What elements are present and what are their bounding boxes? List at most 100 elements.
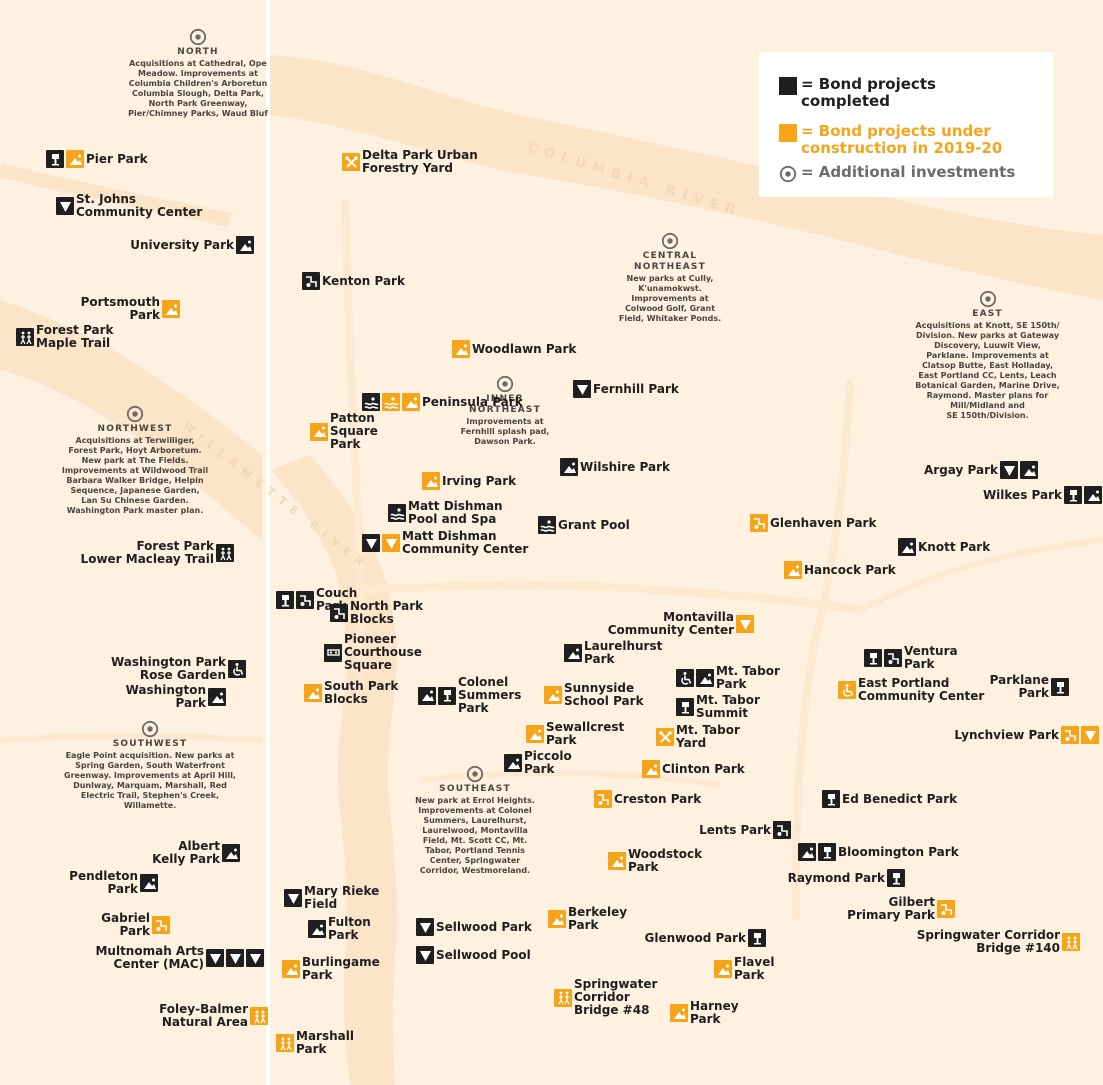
district-name: NORTHWEST	[97, 424, 173, 434]
place-creston-park[interactable]: Creston Park	[594, 790, 701, 808]
place-name: Lents Park	[699, 822, 771, 837]
place-patton-square-park[interactable]: Patton Square Park	[310, 412, 378, 451]
place-springwater-corridor-bridge-140[interactable]: Springwater Corridor Bridge #140	[917, 929, 1080, 955]
place-sewallcrest-park[interactable]: Sewallcrest Park	[526, 721, 624, 747]
place-portsmouth-park[interactable]: Portsmouth Park	[81, 296, 180, 322]
place-washington-park[interactable]: Washington Park	[126, 684, 226, 710]
place-icons	[864, 649, 902, 667]
district-description: New parks at Cully, K'unamokwst. Improve…	[618, 274, 722, 323]
place-icons	[342, 153, 360, 171]
place-university-park[interactable]: University Park	[130, 236, 254, 254]
place-icons	[750, 514, 768, 532]
place-delta-park-urban-forestry-yard[interactable]: Delta Park Urban Forestry Yard	[342, 149, 478, 175]
place-st-johns-community-center[interactable]: St. Johns Community Center	[56, 193, 202, 219]
accessibility-icon	[838, 681, 856, 699]
place-marshall-park[interactable]: Marshall Park	[276, 1030, 354, 1056]
maintenance-yard-icon	[342, 153, 360, 171]
place-ed-benedict-park[interactable]: Ed Benedict Park	[822, 790, 957, 808]
sports-field-icon	[1061, 726, 1079, 744]
place-mt-tabor-summit[interactable]: Mt. Tabor Summit	[676, 694, 760, 720]
place-icons	[282, 960, 300, 978]
place-icons	[308, 920, 326, 938]
place-wilkes-park[interactable]: Wilkes Park	[983, 486, 1102, 504]
investment-marker-icon	[661, 232, 679, 250]
place-albert-kelly-park[interactable]: Albert Kelly Park	[152, 840, 240, 866]
place-ventura-park[interactable]: Ventura Park	[864, 645, 958, 671]
place-flavel-park[interactable]: Flavel Park	[714, 956, 774, 982]
place-east-portland-community-center[interactable]: East Portland Community Center	[838, 677, 984, 703]
community-center-icon	[1000, 461, 1018, 479]
place-forest-park-lower-macleay-trail[interactable]: Forest Park Lower Macleay Trail	[81, 540, 234, 566]
place-pier-park[interactable]: Pier Park	[46, 150, 148, 168]
place-burlingame-park[interactable]: Burlingame Park	[282, 956, 380, 982]
place-woodlawn-park[interactable]: Woodlawn Park	[452, 340, 576, 358]
place-mary-rieke-field[interactable]: Mary Rieke Field	[284, 885, 379, 911]
place-glenhaven-park[interactable]: Glenhaven Park	[750, 514, 876, 532]
place-kenton-park[interactable]: Kenton Park	[302, 272, 405, 290]
place-clinton-park[interactable]: Clinton Park	[642, 760, 745, 778]
place-bloomington-park[interactable]: Bloomington Park	[798, 843, 959, 861]
place-parklane-park[interactable]: Parklane Park	[990, 674, 1069, 700]
place-mt-tabor-park[interactable]: Mt. Tabor Park	[676, 665, 780, 691]
place-hancock-park[interactable]: Hancock Park	[784, 561, 896, 579]
place-glenwood-park[interactable]: Glenwood Park	[645, 929, 766, 947]
place-name: Colonel Summers Park	[458, 675, 522, 715]
place-gilbert-primary-park[interactable]: Gilbert Primary Park	[847, 896, 955, 922]
place-matt-dishman-community-center[interactable]: Matt Dishman Community Center	[362, 530, 528, 556]
place-lents-park[interactable]: Lents Park	[699, 821, 791, 839]
place-matt-dishman-pool-and-spa[interactable]: Matt Dishman Pool and Spa	[388, 500, 503, 526]
place-north-park-blocks[interactable]: North Park Blocks	[330, 600, 423, 626]
place-woodstock-park[interactable]: Woodstock Park	[608, 848, 702, 874]
community-center-icon	[284, 889, 302, 907]
place-sellwood-pool[interactable]: Sellwood Pool	[416, 946, 531, 964]
place-piccolo-park[interactable]: Piccolo Park	[504, 750, 572, 776]
place-wilshire-park[interactable]: Wilshire Park	[560, 458, 670, 476]
place-sellwood-park[interactable]: Sellwood Park	[416, 918, 532, 936]
place-south-park-blocks[interactable]: South Park Blocks	[304, 680, 398, 706]
place-name: Mt. Tabor Yard	[676, 723, 740, 750]
park-icon	[714, 960, 732, 978]
place-montavilla-community-center[interactable]: Montavilla Community Center	[608, 611, 754, 637]
place-name: Fulton Park	[328, 915, 371, 942]
place-foley-balmer-natural-area[interactable]: Foley-Balmer Natural Area	[159, 1003, 268, 1029]
investment-marker-icon	[496, 375, 514, 393]
place-lynchview-park[interactable]: Lynchview Park	[954, 726, 1099, 744]
place-sunnyside-school-park[interactable]: Sunnyside School Park	[544, 682, 644, 708]
place-name: Foley-Balmer Natural Area	[159, 1002, 248, 1029]
place-multnomah-arts-center-mac[interactable]: Multnomah Arts Center (MAC)	[95, 945, 264, 971]
place-couch-park[interactable]: Couch Park	[276, 587, 357, 613]
playground-icon	[822, 790, 840, 808]
place-name: Pioneer Courthouse Square	[344, 632, 422, 672]
place-irving-park[interactable]: Irving Park	[422, 472, 516, 490]
place-fernhill-park[interactable]: Fernhill Park	[573, 380, 679, 398]
place-peninsula-park[interactable]: Peninsula Park	[362, 393, 523, 411]
park-icon	[310, 422, 328, 441]
place-berkeley-park[interactable]: Berkeley Park	[548, 906, 627, 932]
pool-icon	[382, 393, 400, 411]
columbia-slough	[0, 163, 232, 227]
place-grant-pool[interactable]: Grant Pool	[538, 516, 630, 534]
community-center-icon	[226, 949, 244, 967]
playground-icon	[676, 698, 694, 716]
place-pioneer-courthouse-square[interactable]: Pioneer Courthouse Square	[324, 633, 422, 672]
place-forest-park-maple-trail[interactable]: Forest Park Maple Trail	[16, 324, 114, 350]
place-washington-park-rose-garden[interactable]: Washington Park Rose Garden	[111, 656, 246, 682]
place-icons	[162, 300, 180, 318]
sports-field-icon	[594, 790, 612, 808]
place-gabriel-park[interactable]: Gabriel Park	[101, 912, 170, 938]
place-colonel-summers-park[interactable]: Colonel Summers Park	[418, 676, 521, 715]
park-icon	[282, 960, 300, 978]
place-knott-park[interactable]: Knott Park	[898, 538, 990, 556]
place-fulton-park[interactable]: Fulton Park	[308, 916, 371, 942]
place-name: Sellwood Pool	[436, 947, 531, 962]
district-name: SOUTHEAST	[439, 784, 511, 794]
place-raymond-park[interactable]: Raymond Park	[788, 869, 905, 887]
place-springwater-corridor-bridge-48[interactable]: Springwater Corridor Bridge #48	[554, 978, 657, 1017]
place-harney-park[interactable]: Harney Park	[670, 1000, 739, 1026]
place-argay-park[interactable]: Argay Park	[924, 461, 1038, 479]
place-name: Glenhaven Park	[770, 515, 877, 530]
place-icons	[1051, 678, 1069, 696]
place-pendleton-park[interactable]: Pendleton Park	[69, 870, 158, 896]
place-mt-tabor-yard[interactable]: Mt. Tabor Yard	[656, 724, 740, 750]
place-laurelhurst-park[interactable]: Laurelhurst Park	[564, 640, 662, 666]
